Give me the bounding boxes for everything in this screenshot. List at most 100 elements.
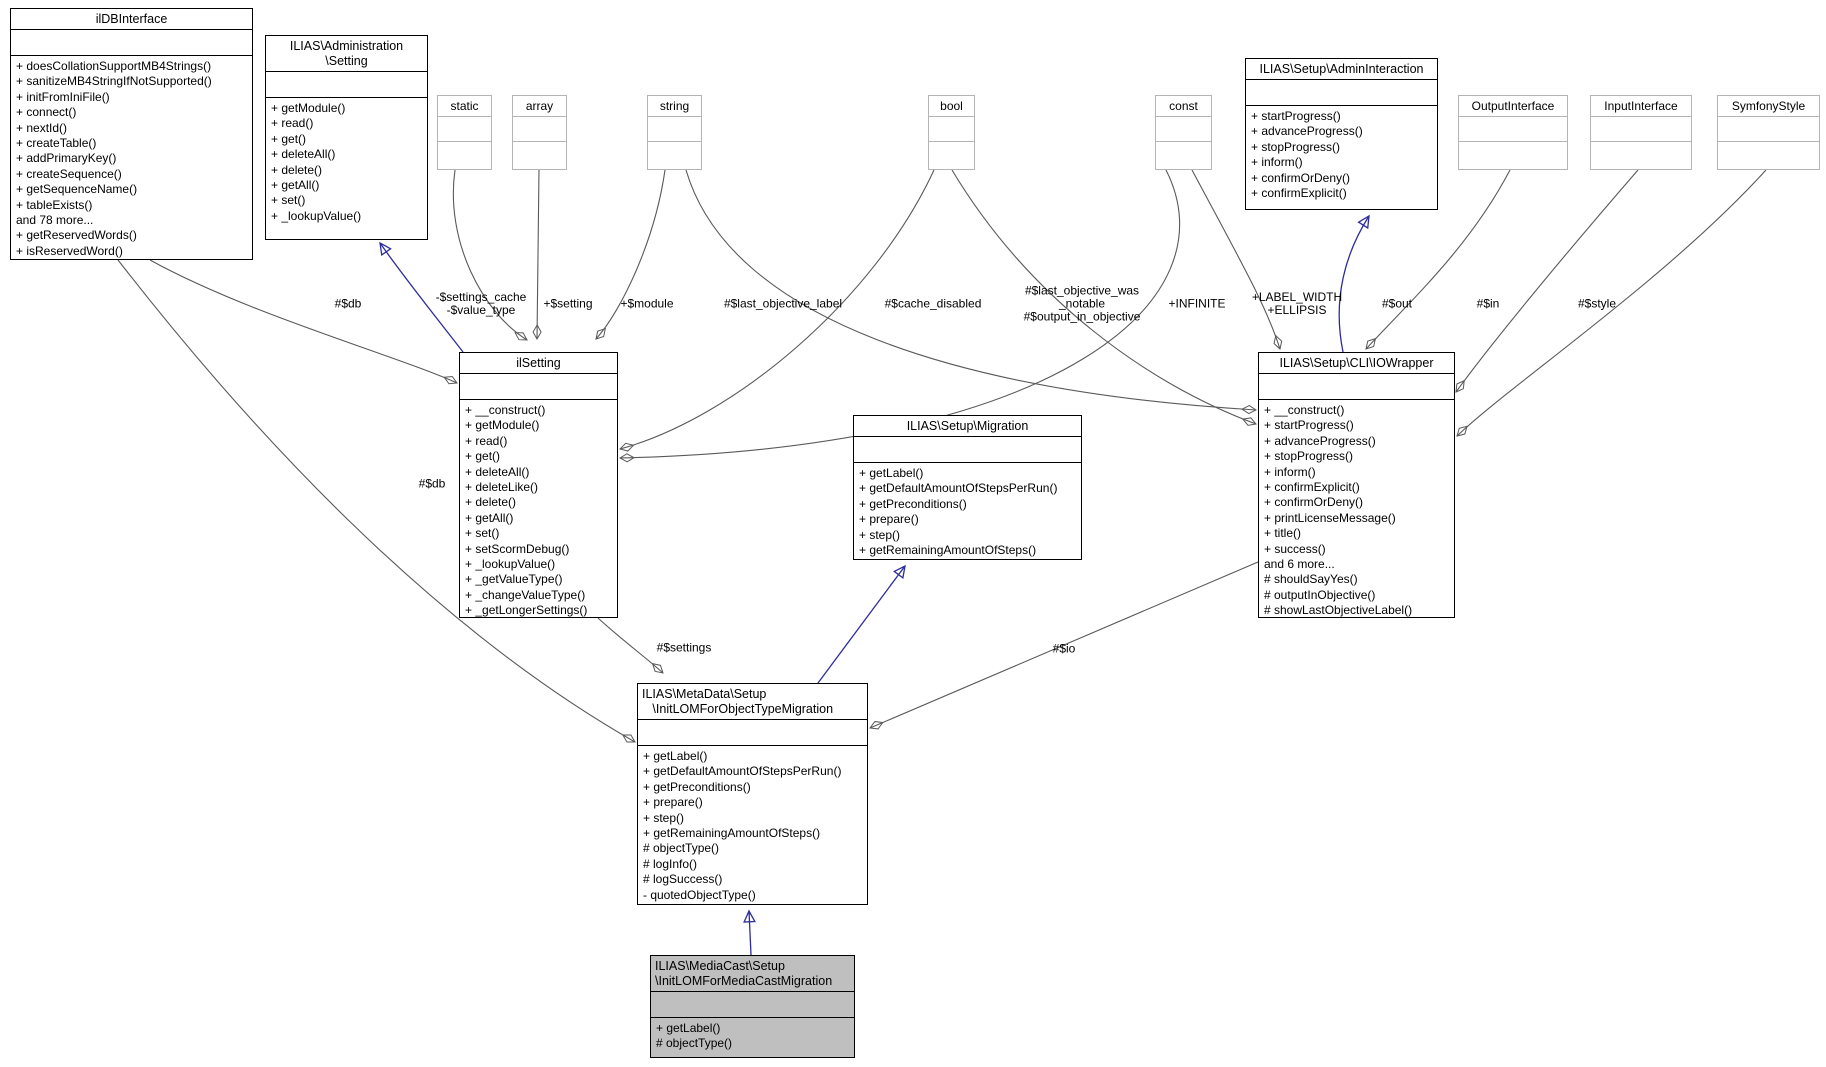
class-method: + _getValueType() xyxy=(465,572,563,587)
class-method: + getPreconditions() xyxy=(859,496,967,511)
class-method: + inform() xyxy=(1251,155,1303,170)
edge-aggregation-symfonystyle-iowrapper xyxy=(1456,169,1767,437)
class-method: + stopProgress() xyxy=(1264,449,1354,464)
class-attributes-section xyxy=(854,436,1081,462)
class-method: + read() xyxy=(465,433,508,448)
class-method: + delete() xyxy=(271,162,323,177)
class-method: # shouldSayYes() xyxy=(1264,572,1358,587)
class-method: + success() xyxy=(1264,541,1326,556)
edge-inheritance-ilsetting-administration-setting xyxy=(379,241,464,353)
class-attributes-section xyxy=(638,719,867,745)
class-method: + getRemainingAmountOfSteps() xyxy=(643,826,821,841)
class-title-line: ilSetting xyxy=(516,356,561,370)
class-method: + getDefaultAmountOfStepsPerRun() xyxy=(859,481,1058,496)
class-box-migration[interactable]: ILIAS\Setup\Migration+ getLabel()+ getDe… xyxy=(853,415,1082,560)
class-methods-section xyxy=(513,141,566,169)
edge-member-label-line: #$db xyxy=(334,296,362,311)
edge-member-label-line: +ELLIPSIS xyxy=(1267,303,1327,317)
class-method: + confirmOrDeny() xyxy=(1251,170,1351,185)
class-box-initlomformediacastmigration[interactable]: ILIAS\MediaCast\Setup\InitLOMForMediaCas… xyxy=(650,955,855,1058)
class-method: + confirmExplicit() xyxy=(1251,186,1347,201)
class-methods-section: + __construct()+ startProgress()+ advanc… xyxy=(1259,399,1454,617)
class-method: + get() xyxy=(465,449,501,464)
class-title-line: \InitLOMForObjectTypeMigration xyxy=(642,702,834,716)
edge-aggregation-string-ilsetting xyxy=(595,169,666,340)
class-methods-section xyxy=(1591,141,1691,169)
class-methods-section xyxy=(438,141,491,169)
class-box-iowrapper[interactable]: ILIAS\Setup\CLI\IOWrapper+ __construct()… xyxy=(1258,352,1455,618)
class-method: + getModule() xyxy=(465,418,540,433)
class-attributes-section xyxy=(1718,116,1819,141)
class-title-line: \InitLOMForMediaCastMigration xyxy=(655,974,833,988)
class-method: + get() xyxy=(271,131,307,146)
edge-inheritance-initlomforobjecttypemigration-migration xyxy=(817,564,906,684)
edge-aggregation-array-ilsetting xyxy=(532,169,542,341)
class-method: + nextId() xyxy=(16,120,68,135)
class-title-line: ilDBInterface xyxy=(95,12,168,26)
class-box-array: array xyxy=(512,95,567,170)
class-method: + tableExists() xyxy=(16,197,93,212)
class-method: + _getLongerSettings() xyxy=(465,603,588,617)
class-method: + _changeValueType() xyxy=(465,587,586,602)
edge-member-label: +$module xyxy=(620,297,673,311)
class-method: + confirmExplicit() xyxy=(1264,480,1360,495)
edge-member-label: #$db xyxy=(334,296,362,311)
class-attributes-section xyxy=(651,991,854,1017)
edge-aggregation-string-iowrapper xyxy=(685,169,1258,415)
class-attributes-section xyxy=(460,373,617,399)
class-title-line: \Setting xyxy=(325,54,368,68)
class-method: + addPrimaryKey() xyxy=(16,151,117,166)
class-method: + doesCollationSupportMB4Strings() xyxy=(16,59,212,73)
class-methods-section: + startProgress()+ advanceProgress()+ st… xyxy=(1246,105,1437,209)
class-method: + getRemainingAmountOfSteps() xyxy=(859,543,1037,558)
class-box-ildbinterface[interactable]: ilDBInterface + doesCollationSupportMB4St… xyxy=(10,8,253,260)
class-box-administration-setting[interactable]: ILIAS\Administration\Setting+ getModule(… xyxy=(265,35,428,240)
class-attributes-section xyxy=(513,116,566,141)
class-box-initlomforobjecttypemigration[interactable]: ILIAS\MetaData\Setup \InitLOMForObjectTy… xyxy=(637,683,868,905)
class-box-admininteraction[interactable]: ILIAS\Setup\AdminInteraction + startProgr… xyxy=(1245,58,1438,210)
class-method: + initFromIniFile() xyxy=(16,89,110,104)
class-method: + isReservedWord() xyxy=(16,243,123,258)
class-method: + read() xyxy=(271,116,314,131)
class-attributes-section xyxy=(266,71,427,97)
edge-aggregation-inputinterface-iowrapper xyxy=(1455,169,1639,393)
class-method: + __construct() xyxy=(465,403,546,417)
class-title: const xyxy=(1156,96,1211,116)
edge-member-label: #$db xyxy=(419,477,446,491)
edge-member-label-line: #$last_objective_was xyxy=(1024,283,1140,298)
class-method: + getLabel() xyxy=(859,466,924,480)
class-method: + getAll() xyxy=(271,178,320,193)
class-title-line: ILIAS\Setup\AdminInteraction xyxy=(1259,62,1424,76)
edge-member-label: #$settings xyxy=(656,640,712,655)
class-method: # objectType() xyxy=(643,841,720,856)
class-method: + createSequence() xyxy=(16,166,122,181)
edge-member-label-line: #$settings xyxy=(656,640,712,655)
class-method: # objectType() xyxy=(656,1036,733,1051)
class-method: + startProgress() xyxy=(1264,418,1354,433)
class-title: OutputInterface xyxy=(1459,96,1567,116)
edge-member-label-line: _notable xyxy=(1058,296,1106,311)
edge-member-label-line: +INFINITE xyxy=(1168,296,1226,311)
class-methods-section xyxy=(929,141,974,169)
class-method: + getAll() xyxy=(465,510,514,525)
class-box-inputinterface: InputInterface xyxy=(1590,95,1692,170)
class-methods-section: + getLabel()+ getDefaultAmountOfStepsPer… xyxy=(854,462,1081,559)
class-method: + title() xyxy=(1264,526,1302,541)
class-method: + advanceProgress() xyxy=(1264,433,1376,448)
class-method: + set() xyxy=(271,193,306,208)
class-attributes-section xyxy=(438,116,491,141)
edge-member-label: #$cache_disabled xyxy=(884,296,982,311)
class-title-line: array xyxy=(525,99,554,113)
class-method: + inform() xyxy=(1264,464,1316,479)
class-method: + sanitizeMB4StringIfNotSupported() xyxy=(16,74,212,89)
class-method: + connect() xyxy=(16,105,77,120)
class-title-line: string xyxy=(659,99,690,113)
edge-member-label-line: #$cache_disabled xyxy=(884,296,982,311)
class-box-const: const xyxy=(1155,95,1212,170)
class-box-ilsetting[interactable]: ilSetting + __construct()+ getModule()+ r… xyxy=(459,352,618,618)
class-attributes-section xyxy=(1246,79,1437,105)
class-method: + set() xyxy=(465,526,500,541)
class-methods-section: + __construct()+ getModule()+ read()+ ge… xyxy=(460,399,617,617)
edge-member-label: +LABEL_WIDTH+ELLIPSIS xyxy=(1252,291,1342,317)
